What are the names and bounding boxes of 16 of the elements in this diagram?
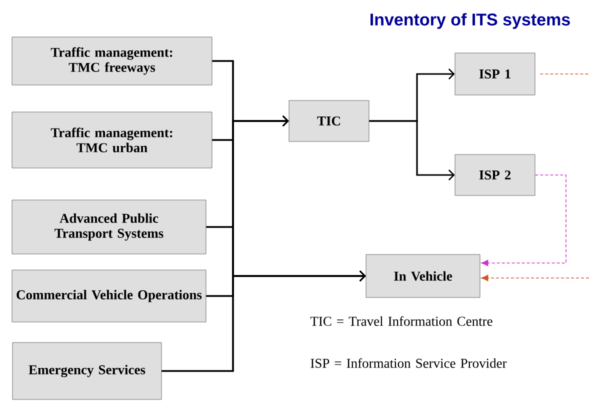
process-box: ISP 2 — [454, 154, 536, 196]
arrow — [481, 174, 566, 266]
note: ISP = Information Service Provider — [310, 358, 507, 368]
process-box: Traffic management: TMC freeways — [12, 36, 212, 86]
process-box: Emergency Services — [12, 342, 162, 400]
arrow — [162, 270, 366, 372]
process-box: ISP 1 — [454, 52, 536, 96]
process-box: In Vehicle — [366, 254, 480, 298]
title: Inventory of ITS systems — [370, 13, 570, 29]
note: TIC = Travel Information Centre — [310, 316, 492, 326]
process-box: TIC — [288, 100, 370, 142]
arrow — [369, 120, 455, 180]
process-box: Commercial Vehicle Operations — [12, 270, 206, 322]
process-box: Advanced Public Transport Systems — [12, 200, 206, 254]
process-box: Traffic management: TMC urban — [12, 112, 212, 168]
arrow — [481, 274, 589, 282]
